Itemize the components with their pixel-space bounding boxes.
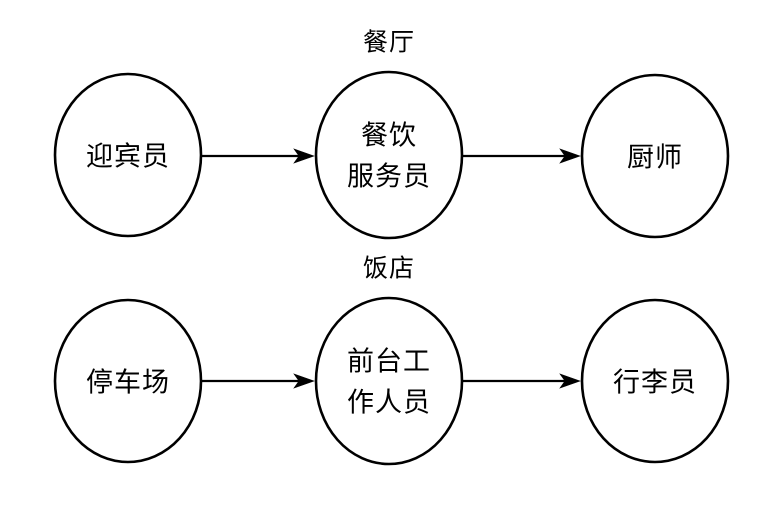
node-label-line-1: 前台工	[347, 347, 431, 378]
group-label-restaurant: 餐厅	[363, 28, 415, 57]
node-label-line-2: 服务员	[347, 162, 431, 193]
node-parking-lot[interactable]: 停车场	[53, 298, 203, 464]
group-restaurant: 餐厅 迎宾员 餐饮 服务员	[53, 28, 730, 240]
arrowhead-icon	[293, 373, 315, 389]
node-shape[interactable]	[53, 298, 203, 464]
node-shape[interactable]	[53, 72, 203, 238]
node-label-line-1: 餐饮	[361, 121, 417, 152]
node-label: 停车场	[86, 368, 170, 399]
node-label: 厨师	[627, 143, 683, 174]
arrowhead-icon	[293, 148, 315, 164]
node-chef[interactable]: 厨师	[580, 73, 730, 239]
edge-greeter-to-food-server	[201, 148, 315, 164]
arrowhead-icon	[559, 148, 581, 164]
edge-food-server-to-chef	[463, 148, 581, 164]
group-hotel: 饭店 停车场 前台工 作人员	[53, 254, 730, 466]
node-shape[interactable]	[314, 70, 464, 240]
node-label: 迎宾员	[86, 142, 170, 173]
edge-front-desk-to-bellhop	[463, 373, 581, 389]
arrowhead-icon	[559, 373, 581, 389]
group-label-hotel: 饭店	[363, 254, 415, 283]
node-greeter[interactable]: 迎宾员	[53, 72, 203, 238]
node-front-desk-staff[interactable]: 前台工 作人员	[314, 296, 464, 466]
edge-parking-to-front-desk	[201, 373, 315, 389]
node-bellhop[interactable]: 行李员	[580, 298, 730, 464]
node-food-server[interactable]: 餐饮 服务员	[314, 70, 464, 240]
node-shape[interactable]	[314, 296, 464, 466]
node-shape[interactable]	[580, 298, 730, 464]
node-shape[interactable]	[580, 73, 730, 239]
node-label-line-2: 作人员	[347, 388, 431, 419]
node-label: 行李员	[613, 368, 697, 399]
